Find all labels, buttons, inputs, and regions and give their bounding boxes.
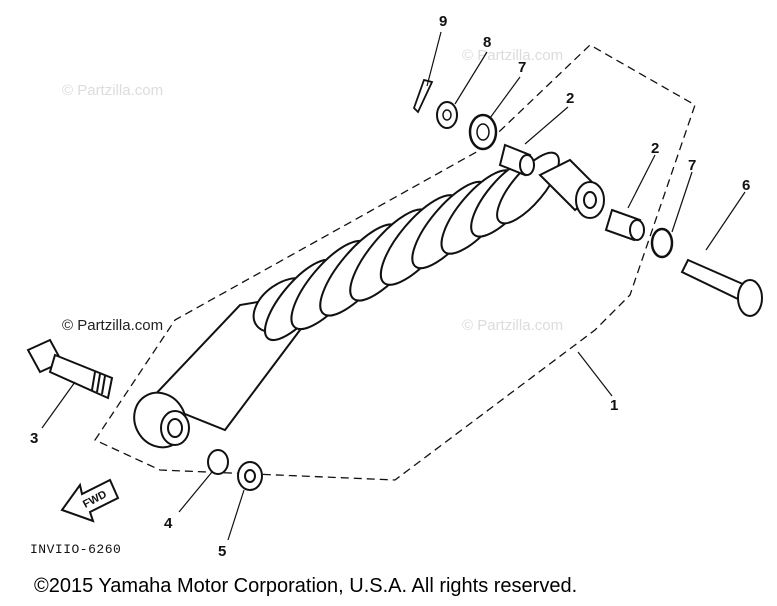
callout-7: 7: [688, 157, 696, 174]
callout-9: 9: [439, 13, 447, 30]
watermark: © Partzilla.com: [62, 82, 163, 99]
callout-7: 7: [518, 59, 526, 76]
callout-6: 6: [742, 177, 750, 194]
watermark: © Partzilla.com: [462, 317, 563, 334]
washer: [207, 449, 229, 475]
watermark: © Partzilla.com: [462, 47, 563, 64]
oil-seal: [650, 227, 674, 259]
forward-arrow-icon: FWD: [60, 478, 120, 523]
rear-shock-absorber: [133, 151, 605, 449]
bushing: [498, 143, 535, 177]
callout-4: 4: [164, 515, 173, 532]
callout-3: 3: [30, 430, 38, 447]
assembly-outline: [94, 44, 696, 481]
watermark: © Partzilla.com: [62, 317, 163, 334]
leader-lines: [41, 31, 746, 541]
callout-8: 8: [483, 34, 491, 51]
callout-2: 2: [566, 90, 574, 107]
pivot-pin: [680, 258, 763, 317]
nut: [237, 461, 263, 491]
bolt: [26, 338, 114, 400]
cotter-pin: [412, 78, 434, 114]
bushing: [604, 208, 645, 242]
callout-2: 2: [651, 140, 659, 157]
drawing-code: INVIIO-6260: [30, 542, 121, 557]
callout-1: 1: [610, 397, 618, 414]
callout-5: 5: [218, 543, 226, 560]
copyright-notice: ©2015 Yamaha Motor Corporation, U.S.A. A…: [34, 575, 578, 597]
